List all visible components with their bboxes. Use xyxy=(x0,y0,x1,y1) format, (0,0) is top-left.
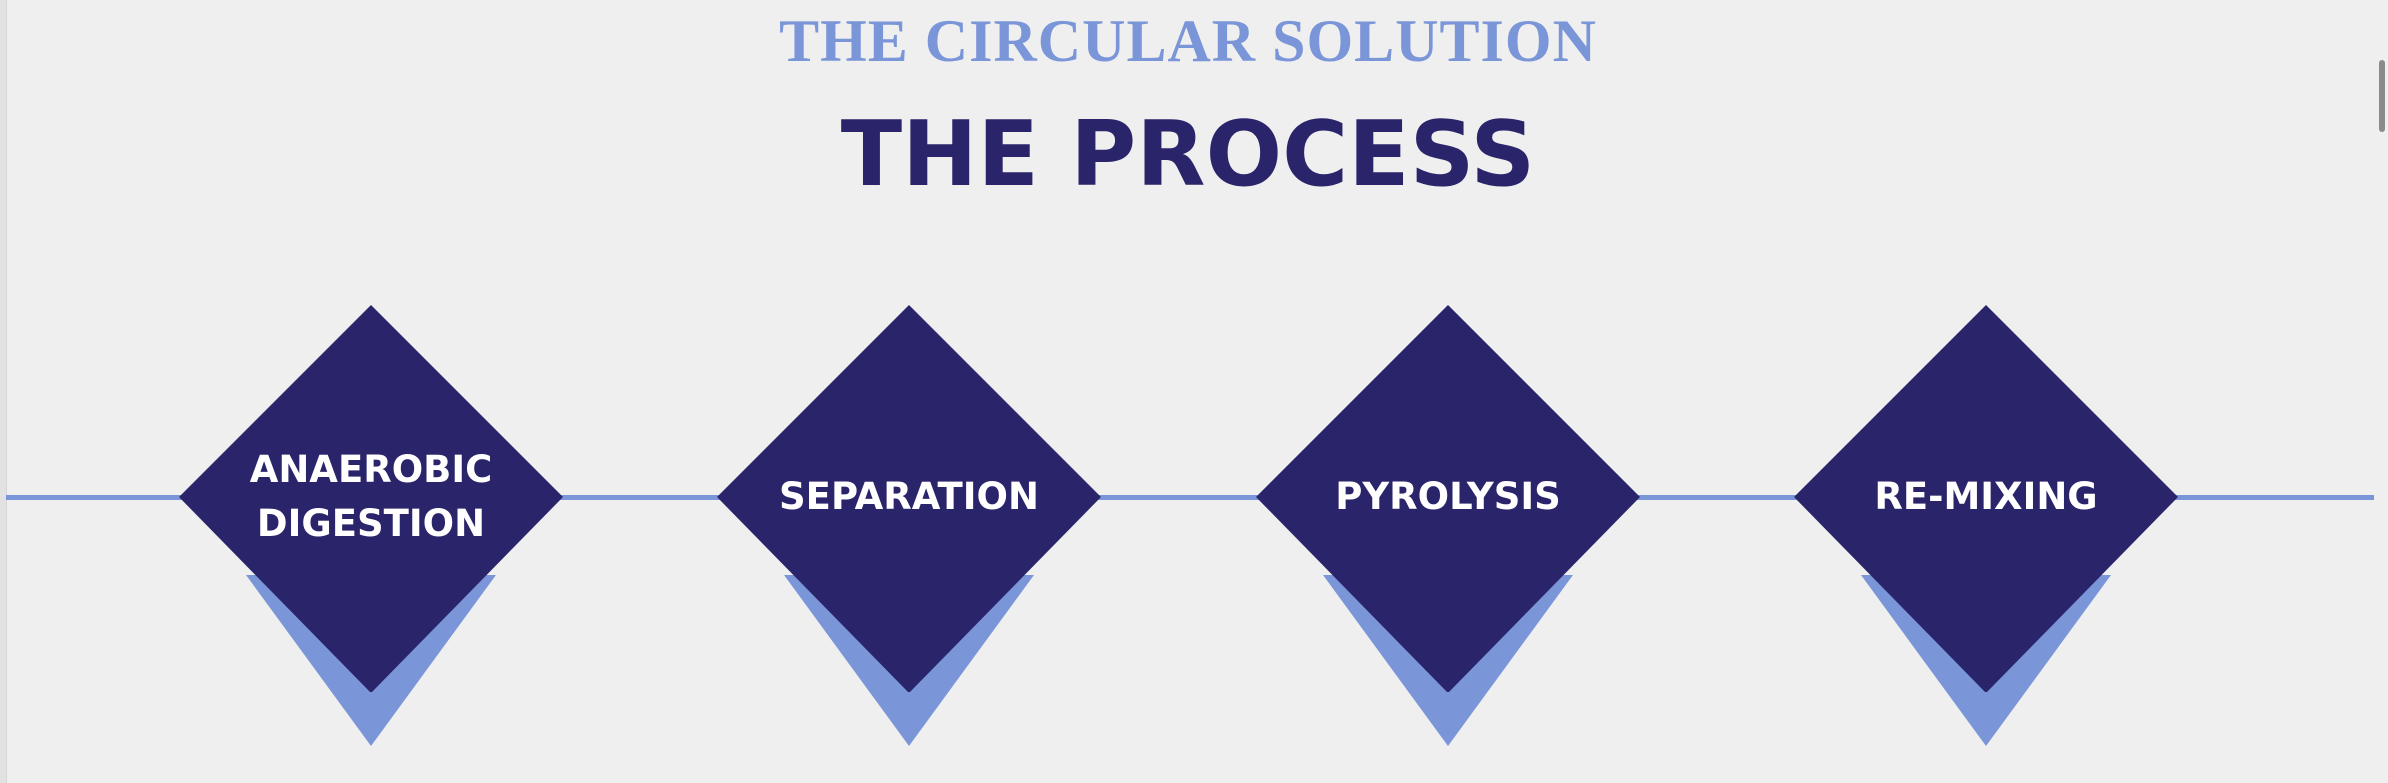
step-label: SEPARATION xyxy=(779,475,1039,518)
process-step-separation: SEPARATION xyxy=(714,302,1104,752)
scrollbar-thumb[interactable] xyxy=(2379,60,2385,132)
step-label: ANAEROBIC DIGESTION xyxy=(249,448,493,545)
process-step-anaerobic-digestion: ANAEROBIC DIGESTION xyxy=(176,302,566,752)
diamond-shape xyxy=(179,305,563,692)
vertical-scrollbar[interactable] xyxy=(2374,0,2388,783)
section-eyebrow: THE CIRCULAR SOLUTION xyxy=(779,8,1597,74)
step-label: RE-MIXING xyxy=(1874,475,2098,518)
window-left-edge xyxy=(0,0,7,783)
diamond-shape xyxy=(1256,305,1640,692)
process-step-pyrolysis: PYROLYSIS xyxy=(1253,302,1643,752)
timeline-line xyxy=(6,495,2380,500)
diamond-shape xyxy=(717,305,1101,692)
page-title: THE PROCESS xyxy=(840,102,1536,207)
diamond-shape xyxy=(1794,305,2178,692)
step-label: PYROLYSIS xyxy=(1335,475,1561,518)
process-step-re-mixing: RE-MIXING xyxy=(1791,302,2181,752)
